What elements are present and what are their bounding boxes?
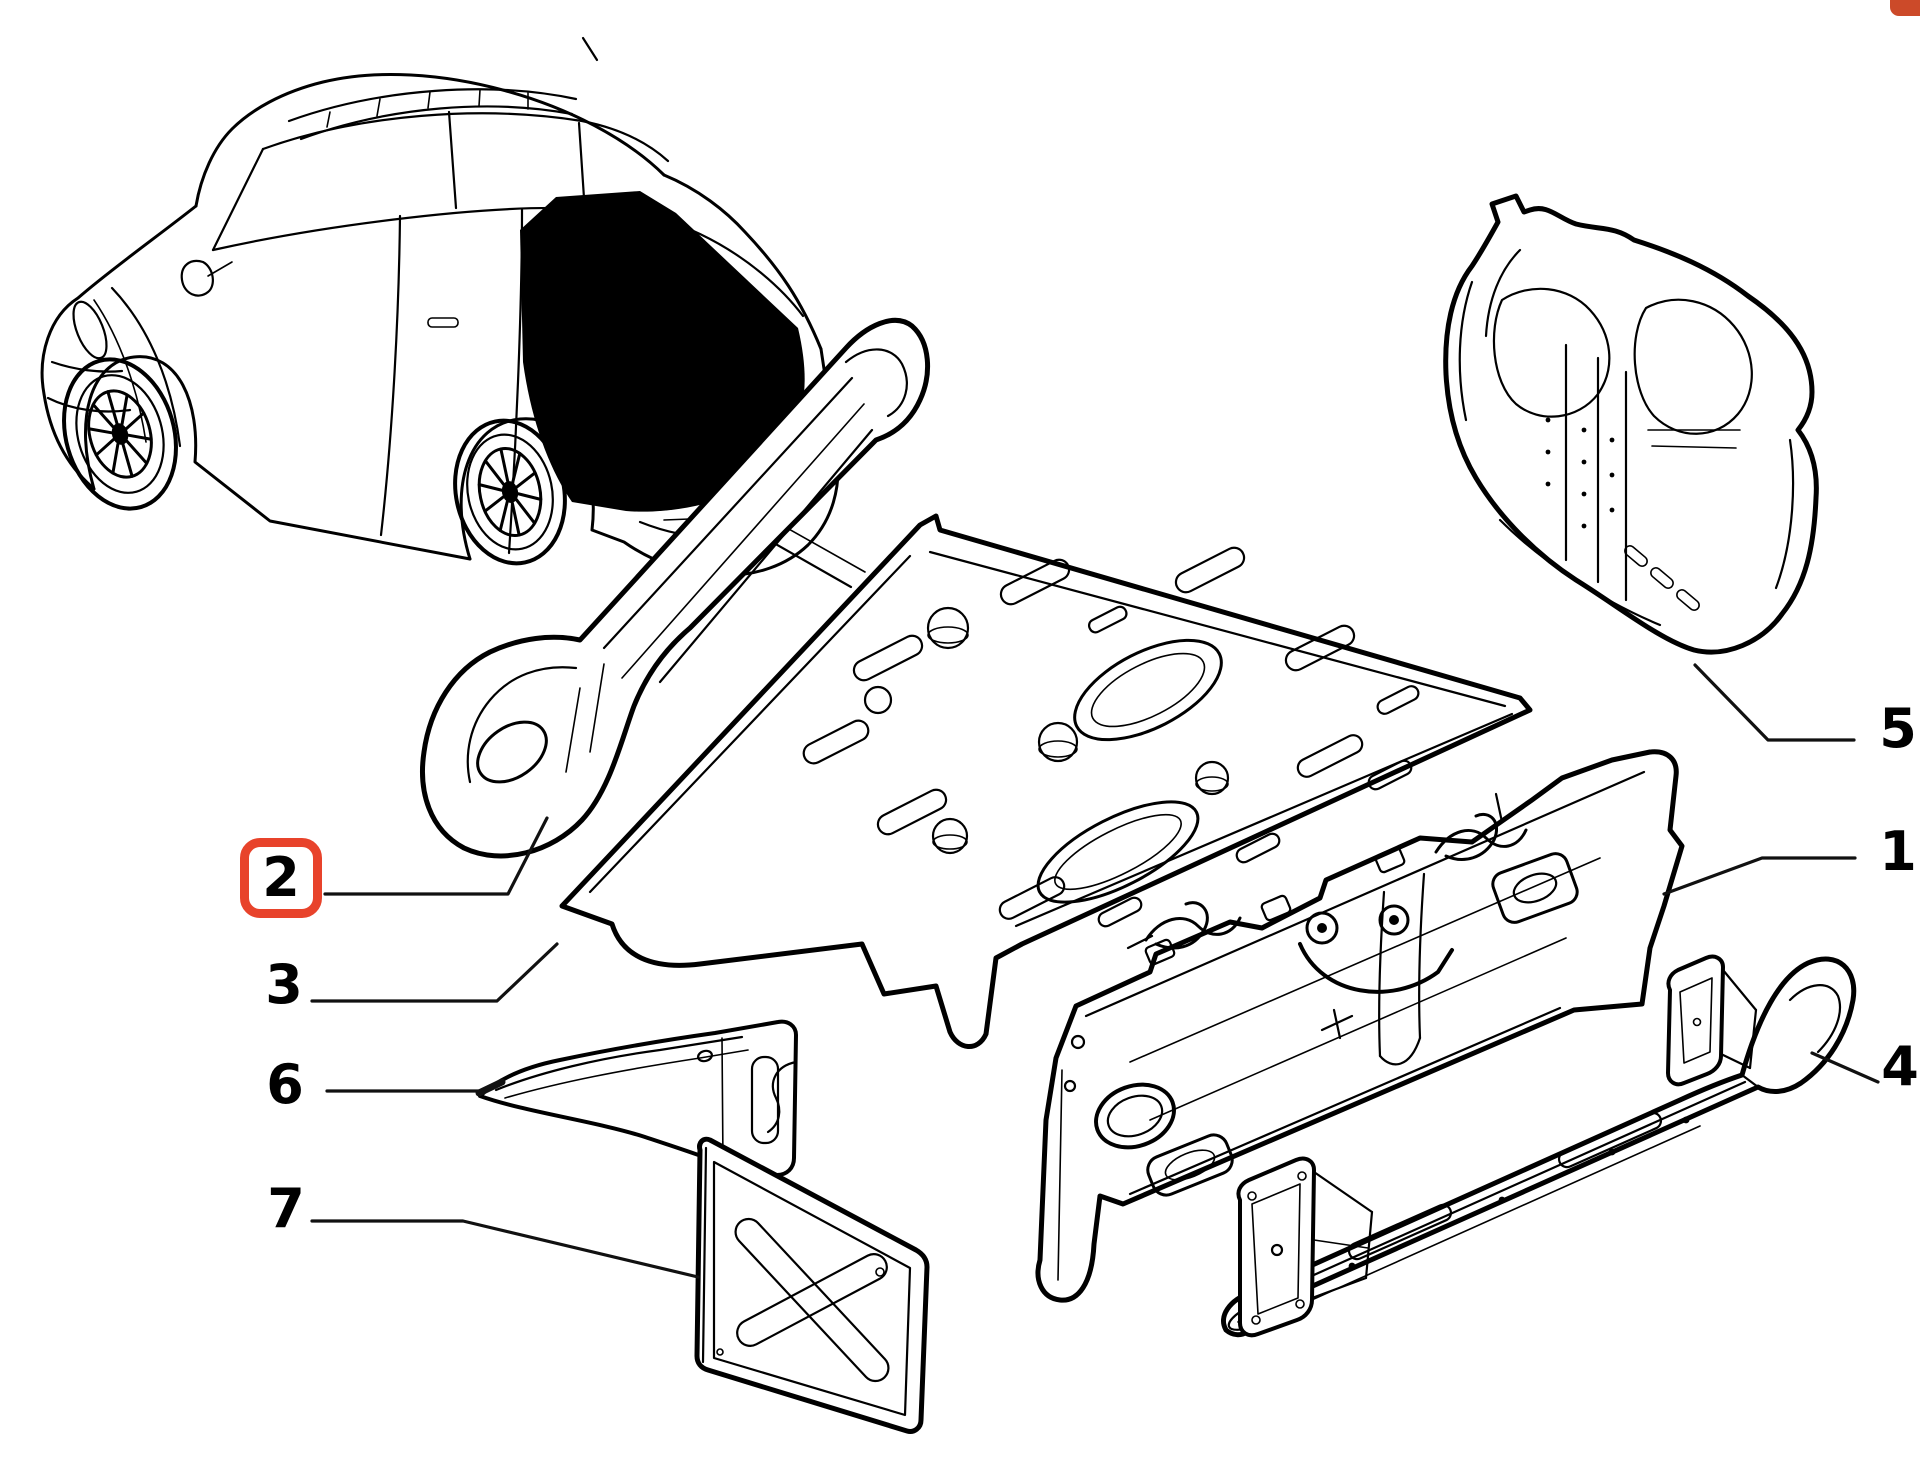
bumper-reinforcement-drawing xyxy=(1221,954,1857,1338)
car-overview-illustration xyxy=(40,36,866,589)
front-wheel-icon xyxy=(62,357,178,511)
shelf-crossmember-drawing xyxy=(420,317,931,859)
blacked-out-rear-section xyxy=(520,191,805,512)
side-bracket-drawing xyxy=(478,1019,798,1178)
rivet-dots xyxy=(1545,417,1615,529)
floor-panel-drawing xyxy=(559,513,1533,1049)
callout-leader-lines xyxy=(310,663,1880,1279)
callout-7[interactable]: 7 xyxy=(267,1177,305,1240)
wheel-house-drawing xyxy=(1443,193,1819,655)
callout-2-highlighted[interactable]: 2 xyxy=(240,838,322,918)
x-brace-panel-drawing xyxy=(694,1136,930,1434)
callout-4[interactable]: 4 xyxy=(1881,1035,1919,1098)
callout-6[interactable]: 6 xyxy=(266,1053,304,1116)
rear-panel-drawing xyxy=(1035,749,1685,1303)
callout-5[interactable]: 5 xyxy=(1879,697,1917,760)
callout-1[interactable]: 1 xyxy=(1879,820,1917,883)
callout-3[interactable]: 3 xyxy=(265,953,303,1016)
corner-badge[interactable] xyxy=(1890,0,1920,16)
rear-wheel-icon xyxy=(453,418,567,566)
callout-2-label: 2 xyxy=(262,846,300,909)
